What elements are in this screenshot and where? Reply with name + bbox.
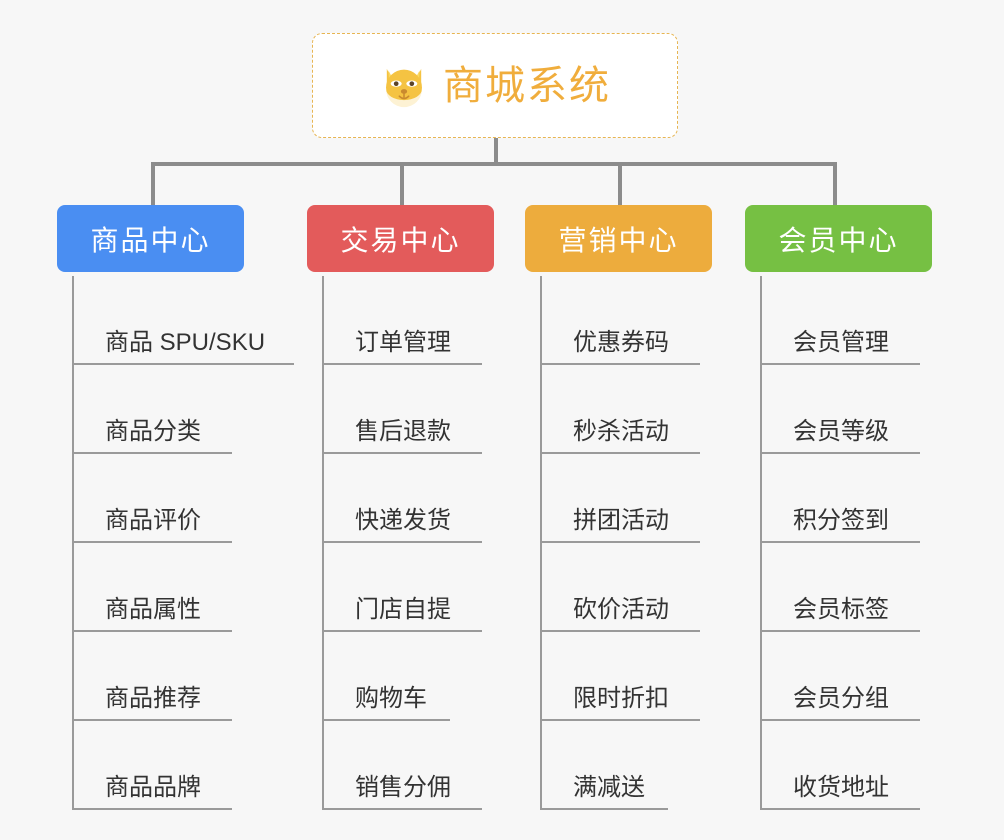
- leaf-item-label: 商品分类: [72, 420, 232, 454]
- leaf-list-4: 会员管理 会员等级 积分签到 会员标签 会员分组 收货地址: [745, 276, 975, 810]
- category-header-label: 商品中心: [90, 224, 211, 256]
- leaf-item[interactable]: 秒杀活动: [540, 365, 755, 454]
- leaf-item-label: 订单管理: [322, 331, 482, 365]
- branch-column-1: 商品中心 商品 SPU/SKU 商品分类 商品评价 商品属性 商品推荐 商品品牌: [57, 205, 294, 810]
- leaf-item-label: 购物车: [322, 687, 450, 721]
- leaf-list-2: 订单管理 售后退款 快递发货 门店自提 购物车 销售分佣: [307, 276, 537, 810]
- leaf-item[interactable]: 商品分类: [72, 365, 287, 454]
- leaf-item[interactable]: 限时折扣: [540, 632, 755, 721]
- shiba-dog-face-icon: [379, 61, 429, 111]
- leaf-item[interactable]: 会员标签: [760, 543, 975, 632]
- leaf-item-label: 满减送: [540, 776, 668, 810]
- connector-root-stem: [494, 138, 498, 164]
- leaf-item-label: 会员等级: [760, 420, 920, 454]
- leaf-item[interactable]: 售后退款: [322, 365, 537, 454]
- connector-drop-2: [400, 162, 404, 208]
- leaf-item-label: 销售分佣: [322, 776, 482, 810]
- leaf-item-label: 商品推荐: [72, 687, 232, 721]
- leaf-item-label: 售后退款: [322, 420, 482, 454]
- category-header-label: 交易中心: [340, 224, 461, 256]
- branch-column-2: 交易中心 订单管理 售后退款 快递发货 门店自提 购物车 销售分佣: [307, 205, 537, 810]
- leaf-item-label: 商品评价: [72, 509, 232, 543]
- leaf-item-label: 拼团活动: [540, 509, 700, 543]
- leaf-item-label: 优惠券码: [540, 331, 700, 365]
- leaf-item[interactable]: 销售分佣: [322, 721, 537, 810]
- category-header-label: 营销中心: [558, 224, 679, 256]
- connector-drop-4: [833, 162, 837, 208]
- leaf-item-label: 商品品牌: [72, 776, 232, 810]
- category-header-trade[interactable]: 交易中心: [307, 205, 494, 272]
- branch-column-3: 营销中心 优惠券码 秒杀活动 拼团活动 砍价活动 限时折扣 满减送: [525, 205, 755, 810]
- branch-spine-4: [760, 276, 762, 810]
- category-header-marketing[interactable]: 营销中心: [525, 205, 712, 272]
- leaf-item-label: 砍价活动: [540, 598, 700, 632]
- category-header-member[interactable]: 会员中心: [745, 205, 932, 272]
- leaf-item[interactable]: 会员等级: [760, 365, 975, 454]
- leaf-item-label: 快递发货: [322, 509, 482, 543]
- root-node-title: 商城系统: [443, 63, 611, 108]
- leaf-item[interactable]: 收货地址: [760, 721, 975, 810]
- category-header-label: 会员中心: [778, 224, 899, 256]
- branch-spine-2: [322, 276, 324, 810]
- leaf-item[interactable]: 门店自提: [322, 543, 537, 632]
- root-node-content: 商城系统: [379, 61, 611, 111]
- leaf-item[interactable]: 商品推荐: [72, 632, 287, 721]
- leaf-item-label: 会员分组: [760, 687, 920, 721]
- leaf-item[interactable]: 商品属性: [72, 543, 287, 632]
- leaf-item-label: 会员标签: [760, 598, 920, 632]
- leaf-item-label: 商品属性: [72, 598, 232, 632]
- leaf-item-label: 收货地址: [760, 776, 920, 810]
- leaf-item-label: 商品 SPU/SKU: [72, 331, 294, 365]
- root-node[interactable]: 商城系统: [312, 33, 678, 138]
- leaf-item-label: 会员管理: [760, 331, 920, 365]
- leaf-item-label: 秒杀活动: [540, 420, 700, 454]
- leaf-item[interactable]: 积分签到: [760, 454, 975, 543]
- leaf-list-3: 优惠券码 秒杀活动 拼团活动 砍价活动 限时折扣 满减送: [525, 276, 755, 810]
- category-header-product[interactable]: 商品中心: [57, 205, 244, 272]
- branch-column-4: 会员中心 会员管理 会员等级 积分签到 会员标签 会员分组 收货地址: [745, 205, 975, 810]
- leaf-item[interactable]: 会员分组: [760, 632, 975, 721]
- leaf-item[interactable]: 订单管理: [322, 276, 537, 365]
- leaf-item[interactable]: 砍价活动: [540, 543, 755, 632]
- leaf-item[interactable]: 拼团活动: [540, 454, 755, 543]
- leaf-item[interactable]: 优惠券码: [540, 276, 755, 365]
- leaf-item[interactable]: 会员管理: [760, 276, 975, 365]
- branch-spine-1: [72, 276, 74, 810]
- leaf-item[interactable]: 商品评价: [72, 454, 287, 543]
- leaf-list-1: 商品 SPU/SKU 商品分类 商品评价 商品属性 商品推荐 商品品牌: [57, 276, 294, 810]
- leaf-item-label: 门店自提: [322, 598, 482, 632]
- connector-horizontal-bar: [151, 162, 837, 166]
- connector-drop-1: [151, 162, 155, 208]
- branch-spine-3: [540, 276, 542, 810]
- leaf-item-label: 积分签到: [760, 509, 920, 543]
- leaf-item-label: 限时折扣: [540, 687, 700, 721]
- connector-drop-3: [618, 162, 622, 208]
- leaf-item[interactable]: 购物车: [322, 632, 537, 721]
- leaf-item[interactable]: 商品品牌: [72, 721, 287, 810]
- leaf-item[interactable]: 商品 SPU/SKU: [72, 276, 294, 365]
- leaf-item[interactable]: 满减送: [540, 721, 755, 810]
- leaf-item[interactable]: 快递发货: [322, 454, 537, 543]
